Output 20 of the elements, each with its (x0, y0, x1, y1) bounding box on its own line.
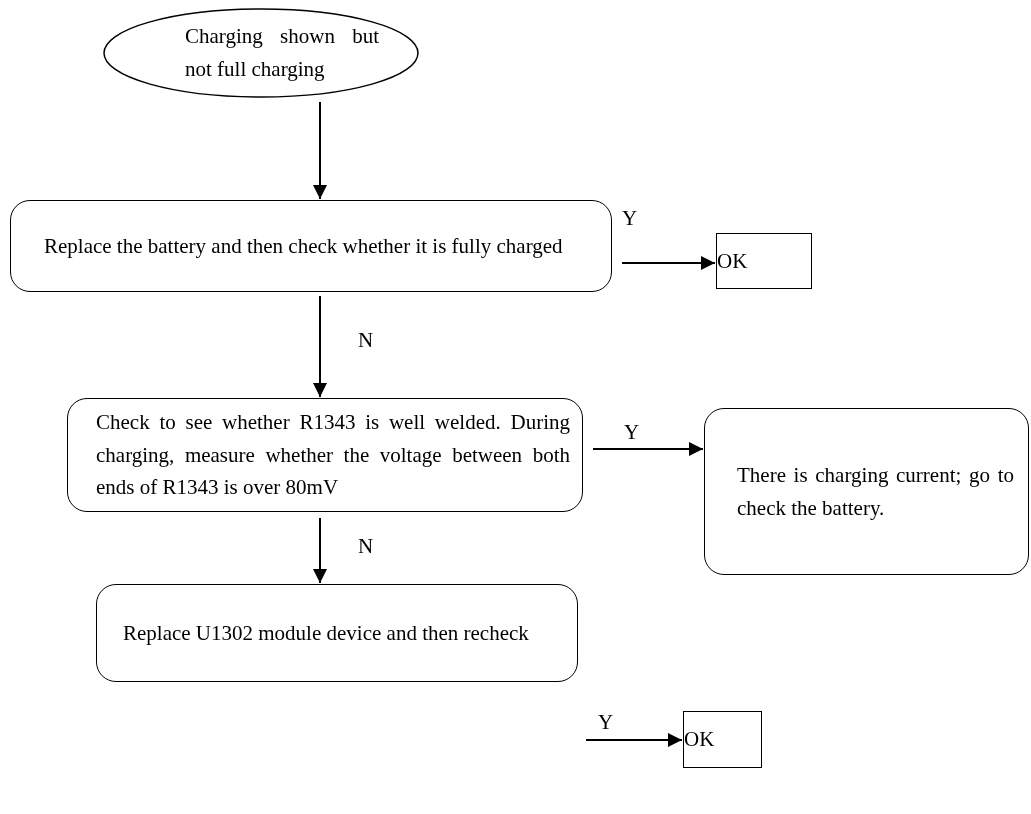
step-text: Replace U1302 module device and then recheck (123, 619, 530, 647)
arrow (585, 733, 683, 747)
process-box (67, 398, 583, 512)
step-text: There is charging current; go to check the battery. (737, 461, 1014, 522)
step-text: OK (684, 726, 716, 754)
start-ellipse (103, 8, 419, 98)
process-box (10, 200, 612, 292)
process-box (96, 584, 578, 682)
arrow (621, 256, 716, 270)
result-box (716, 233, 812, 289)
result-box (683, 711, 762, 768)
arrow (313, 517, 327, 584)
arrow (313, 101, 327, 200)
step-text: Check to see whether R1343 is well welded. During charging, measure whether the voltage between both ends of R1343 is over 80mV (96, 409, 570, 502)
arrow (313, 295, 327, 398)
step-text: Charging shown but not full charging (185, 23, 379, 83)
process-box (704, 408, 1029, 575)
step-text: Replace the battery and then check whether it is fully charged (43, 232, 564, 260)
step-text: OK (717, 247, 749, 275)
arrow (592, 442, 704, 456)
